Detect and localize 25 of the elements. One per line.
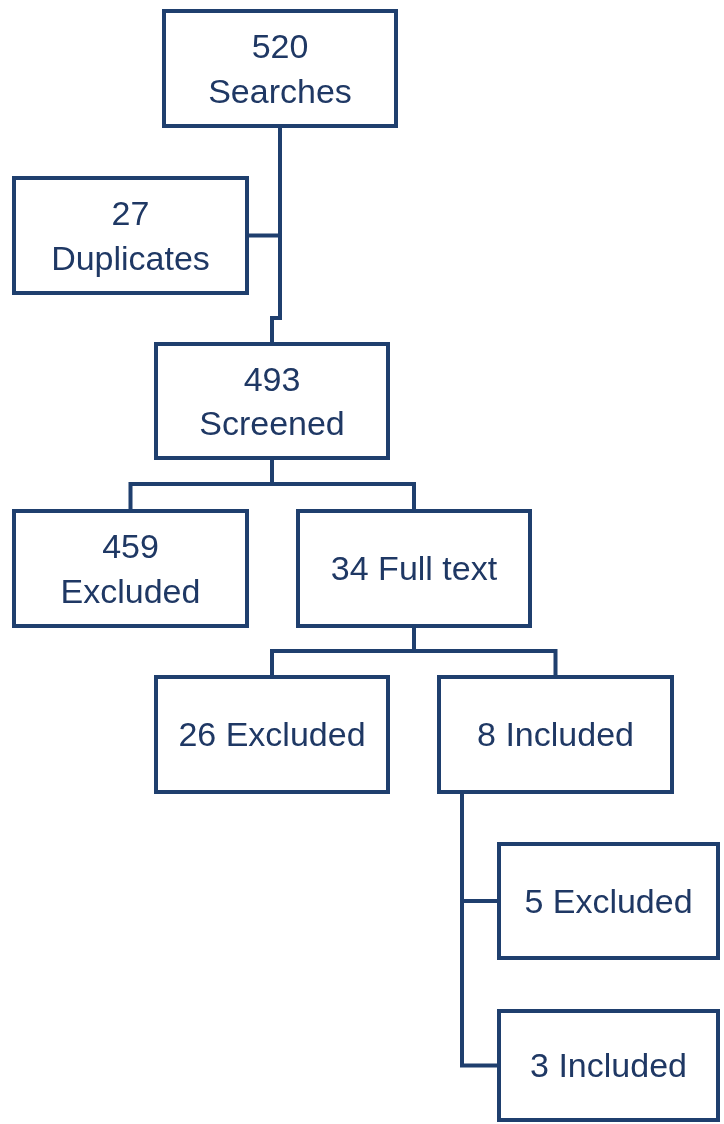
box-text: 27: [111, 193, 150, 235]
box-text: Searches: [208, 70, 352, 112]
box-text: 34 Full text: [330, 548, 498, 590]
process-box: [296, 509, 532, 628]
box-text: 26 Excluded: [178, 714, 366, 756]
process-box: [154, 342, 390, 460]
box-text: Excluded: [60, 570, 201, 612]
connector-line: [270, 460, 416, 509]
process-box: [497, 842, 720, 960]
connector-line: [270, 128, 282, 342]
box-text: 3 Included: [530, 1045, 687, 1087]
process-box: [12, 509, 249, 628]
process-box: [12, 176, 249, 295]
box-text: Duplicates: [51, 237, 210, 279]
process-box: [437, 675, 674, 794]
box-text: 520: [251, 26, 309, 68]
box-text: 8 Included: [477, 714, 634, 756]
connector-line: [460, 794, 497, 1068]
box-text: Screened: [199, 403, 345, 444]
box-text: 459: [102, 526, 159, 568]
process-box: [162, 9, 398, 128]
box-text: 5 Excluded: [524, 880, 693, 922]
process-box: [154, 675, 390, 794]
process-box: [497, 1009, 720, 1122]
box-text: 493: [243, 358, 301, 400]
